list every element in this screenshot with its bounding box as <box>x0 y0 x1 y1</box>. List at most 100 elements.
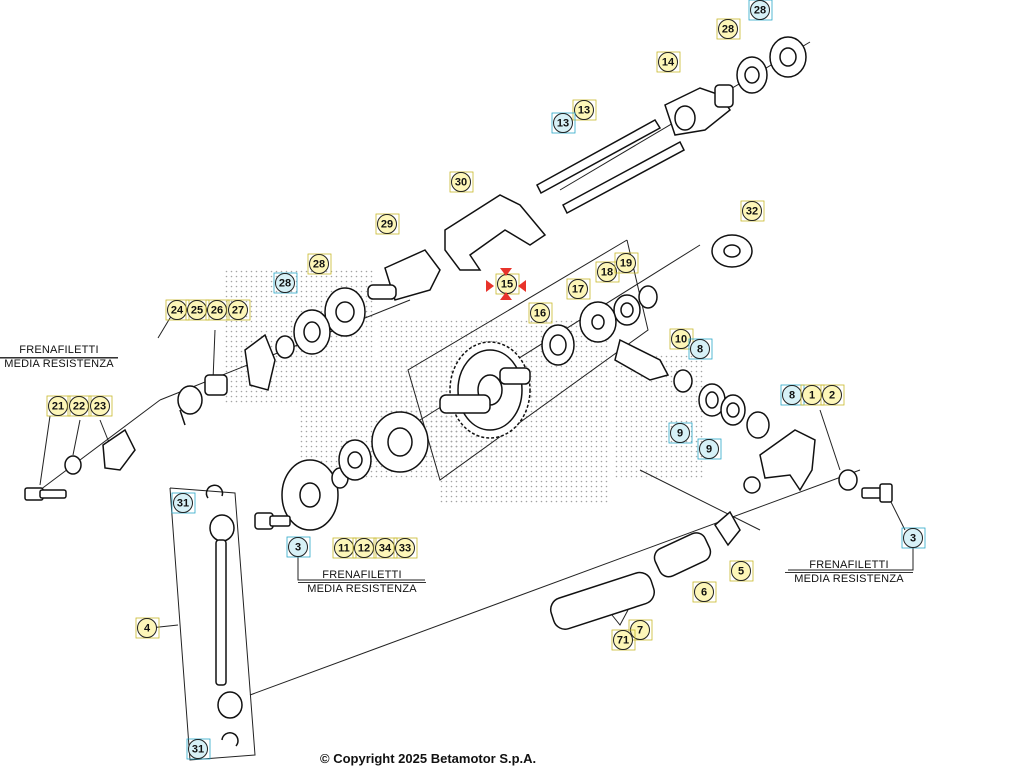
callout-circle <box>354 538 374 558</box>
callout-circle <box>288 537 308 557</box>
callout-circle <box>694 582 714 602</box>
callout-circle <box>670 423 690 443</box>
callout-28: 28 <box>716 18 741 40</box>
callout-31: 31 <box>186 738 211 760</box>
callout-11: 11 <box>332 537 357 559</box>
callout-halo <box>171 492 196 514</box>
callout-text: 13 <box>578 105 590 117</box>
callout-text: 6 <box>701 587 707 599</box>
callout-circle <box>48 396 68 416</box>
clip-31-top <box>205 484 224 499</box>
callout-27: 27 <box>226 299 251 321</box>
washer-22 <box>64 455 82 475</box>
note-line2: MEDIA RESISTENZA <box>307 583 417 595</box>
callout-halo <box>135 617 160 639</box>
sensor-27 <box>244 333 276 391</box>
callout-halo <box>668 422 693 444</box>
callout-text: 29 <box>381 219 393 231</box>
callout-halo <box>88 395 113 417</box>
callout-halo <box>226 299 251 321</box>
callout-28: 28 <box>307 253 332 275</box>
callout-34: 34 <box>373 537 398 559</box>
clip-31-bottom <box>221 732 239 747</box>
threadlock-note-center: FRENAFILETTI MEDIA RESISTENZA <box>298 569 426 596</box>
callout-text: 3 <box>295 542 301 554</box>
callout-text: 33 <box>399 543 411 555</box>
callout-text: 9 <box>706 444 712 456</box>
threadlock-note-right: FRENAFILETTI MEDIA RESISTENZA <box>785 559 913 586</box>
callout-circle <box>802 385 822 405</box>
note-line2: MEDIA RESISTENZA <box>4 358 114 370</box>
callout-text: 13 <box>557 118 569 130</box>
callout-circle <box>568 279 588 299</box>
callout-circle <box>228 300 248 320</box>
callout-4: 4 <box>135 617 160 639</box>
callout-9: 9 <box>668 422 693 444</box>
callout-circle <box>69 396 89 416</box>
callout-text: 28 <box>722 24 734 36</box>
callout-21: 21 <box>46 395 71 417</box>
callout-circle <box>742 201 762 221</box>
callout-32: 32 <box>740 200 765 222</box>
callout-text: 19 <box>620 258 632 270</box>
callout-text: 8 <box>697 344 703 356</box>
bearing-34 <box>338 439 372 481</box>
callout-25: 25 <box>185 299 210 321</box>
threadlock-note-left: FRENAFILETTI MEDIA RESISTENZA <box>0 344 118 371</box>
callout-text: 28 <box>754 5 766 17</box>
gear-15 <box>439 341 531 439</box>
callout-14: 14 <box>656 51 681 73</box>
callout-18: 18 <box>595 261 620 283</box>
callout-6: 6 <box>692 581 717 603</box>
callout-circle <box>167 300 187 320</box>
callout-28: 28 <box>748 0 773 21</box>
callout-text: 34 <box>379 543 392 555</box>
callout-circle <box>553 113 573 133</box>
callout-halo <box>595 261 620 283</box>
callout-30: 30 <box>449 171 474 193</box>
callout-halo <box>375 213 400 235</box>
callout-text: 2 <box>829 390 835 402</box>
rod-4 <box>209 514 243 719</box>
callout-text: 32 <box>746 206 758 218</box>
callout-circle <box>334 538 354 558</box>
callout-text: 28 <box>279 278 291 290</box>
callout-circle <box>616 253 636 273</box>
red-arrows-marker <box>486 268 526 300</box>
note-line1: FRENAFILETTI <box>0 344 118 358</box>
callout-3: 3 <box>901 527 926 549</box>
callout-15: 15 <box>495 273 520 295</box>
callout-circle <box>530 303 550 323</box>
callout-halo <box>307 253 332 275</box>
callout-29: 29 <box>375 213 400 235</box>
callout-halo <box>566 278 591 300</box>
callout-1: 1 <box>800 384 825 406</box>
callout-9: 9 <box>697 438 722 460</box>
bearing-33 <box>371 411 429 473</box>
bolt-3-right <box>861 483 893 503</box>
callout-halo <box>688 338 713 360</box>
copyright-text: © Copyright 2025 Betamotor S.p.A. <box>320 751 537 766</box>
callout-circle <box>137 618 157 638</box>
callout-text: 3 <box>910 533 916 545</box>
callout-13: 13 <box>572 99 597 121</box>
callout-circle <box>822 385 842 405</box>
callout-text: 21 <box>52 401 64 413</box>
bearing-top-1 <box>769 36 807 78</box>
callout-text: 14 <box>662 57 675 69</box>
callout-text: 16 <box>534 308 546 320</box>
callout-text: 27 <box>232 305 244 317</box>
shaft-10 <box>614 338 670 381</box>
starter-hub-11 <box>281 459 339 531</box>
needle-9a <box>698 383 726 417</box>
callout-halo <box>901 527 926 549</box>
washer-2 <box>838 469 858 491</box>
callout-23: 23 <box>88 395 113 417</box>
callout-16: 16 <box>528 302 553 324</box>
callout-halo <box>286 536 311 558</box>
callout-circle <box>903 528 923 548</box>
callout-31: 31 <box>171 492 196 514</box>
callout-text: 7 <box>637 625 643 637</box>
callout-circle <box>574 100 594 120</box>
